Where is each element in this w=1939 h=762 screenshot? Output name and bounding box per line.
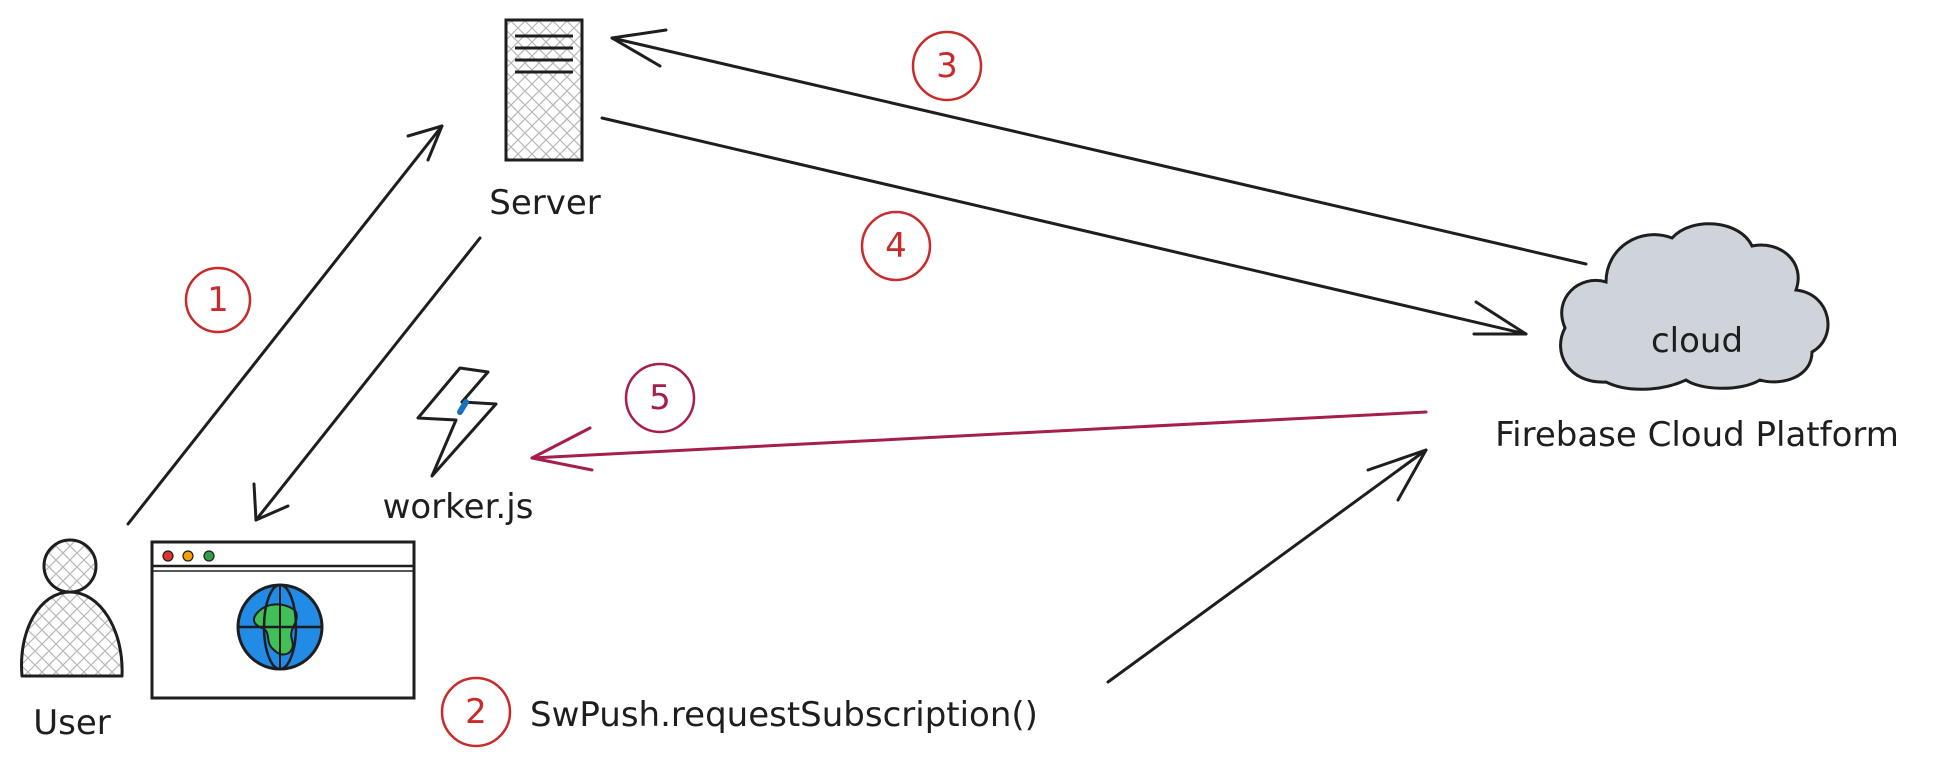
step-5-marker: 5 [624, 362, 696, 434]
svg-text:3: 3 [936, 46, 958, 86]
step-4-marker: 4 [860, 210, 932, 282]
firebase-label: Firebase Cloud Platform [1495, 415, 1899, 455]
arrow-server-to-cloud [600, 116, 1528, 336]
svg-text:2: 2 [465, 692, 487, 732]
svg-text:4: 4 [885, 226, 907, 266]
worker-label: worker.js [383, 487, 534, 527]
step-2-marker: 2 [440, 676, 512, 748]
browser-window-icon [150, 540, 416, 700]
cloud-icon [1559, 222, 1830, 391]
server-label: Server [489, 183, 601, 223]
step-3-marker: 3 [911, 30, 983, 102]
arrow-user-to-server [126, 124, 444, 526]
server-icon [504, 18, 584, 162]
step-1-marker: 1 [184, 266, 252, 334]
cloud-label: cloud [1651, 321, 1743, 361]
arrow-firebase-to-worker [530, 410, 1428, 472]
arrow-server-to-browser [252, 236, 482, 522]
svg-text:1: 1 [207, 280, 229, 320]
arrow-cloud-to-server [610, 28, 1588, 266]
subscription-call-label: SwPush.requestSubscription() [530, 695, 1038, 735]
svg-text:5: 5 [649, 378, 671, 418]
lightning-icon [416, 366, 498, 478]
user-label: User [33, 703, 111, 743]
user-icon [20, 538, 124, 678]
arrow-subscription-to-firebase [1106, 448, 1428, 684]
globe-icon [236, 583, 324, 671]
